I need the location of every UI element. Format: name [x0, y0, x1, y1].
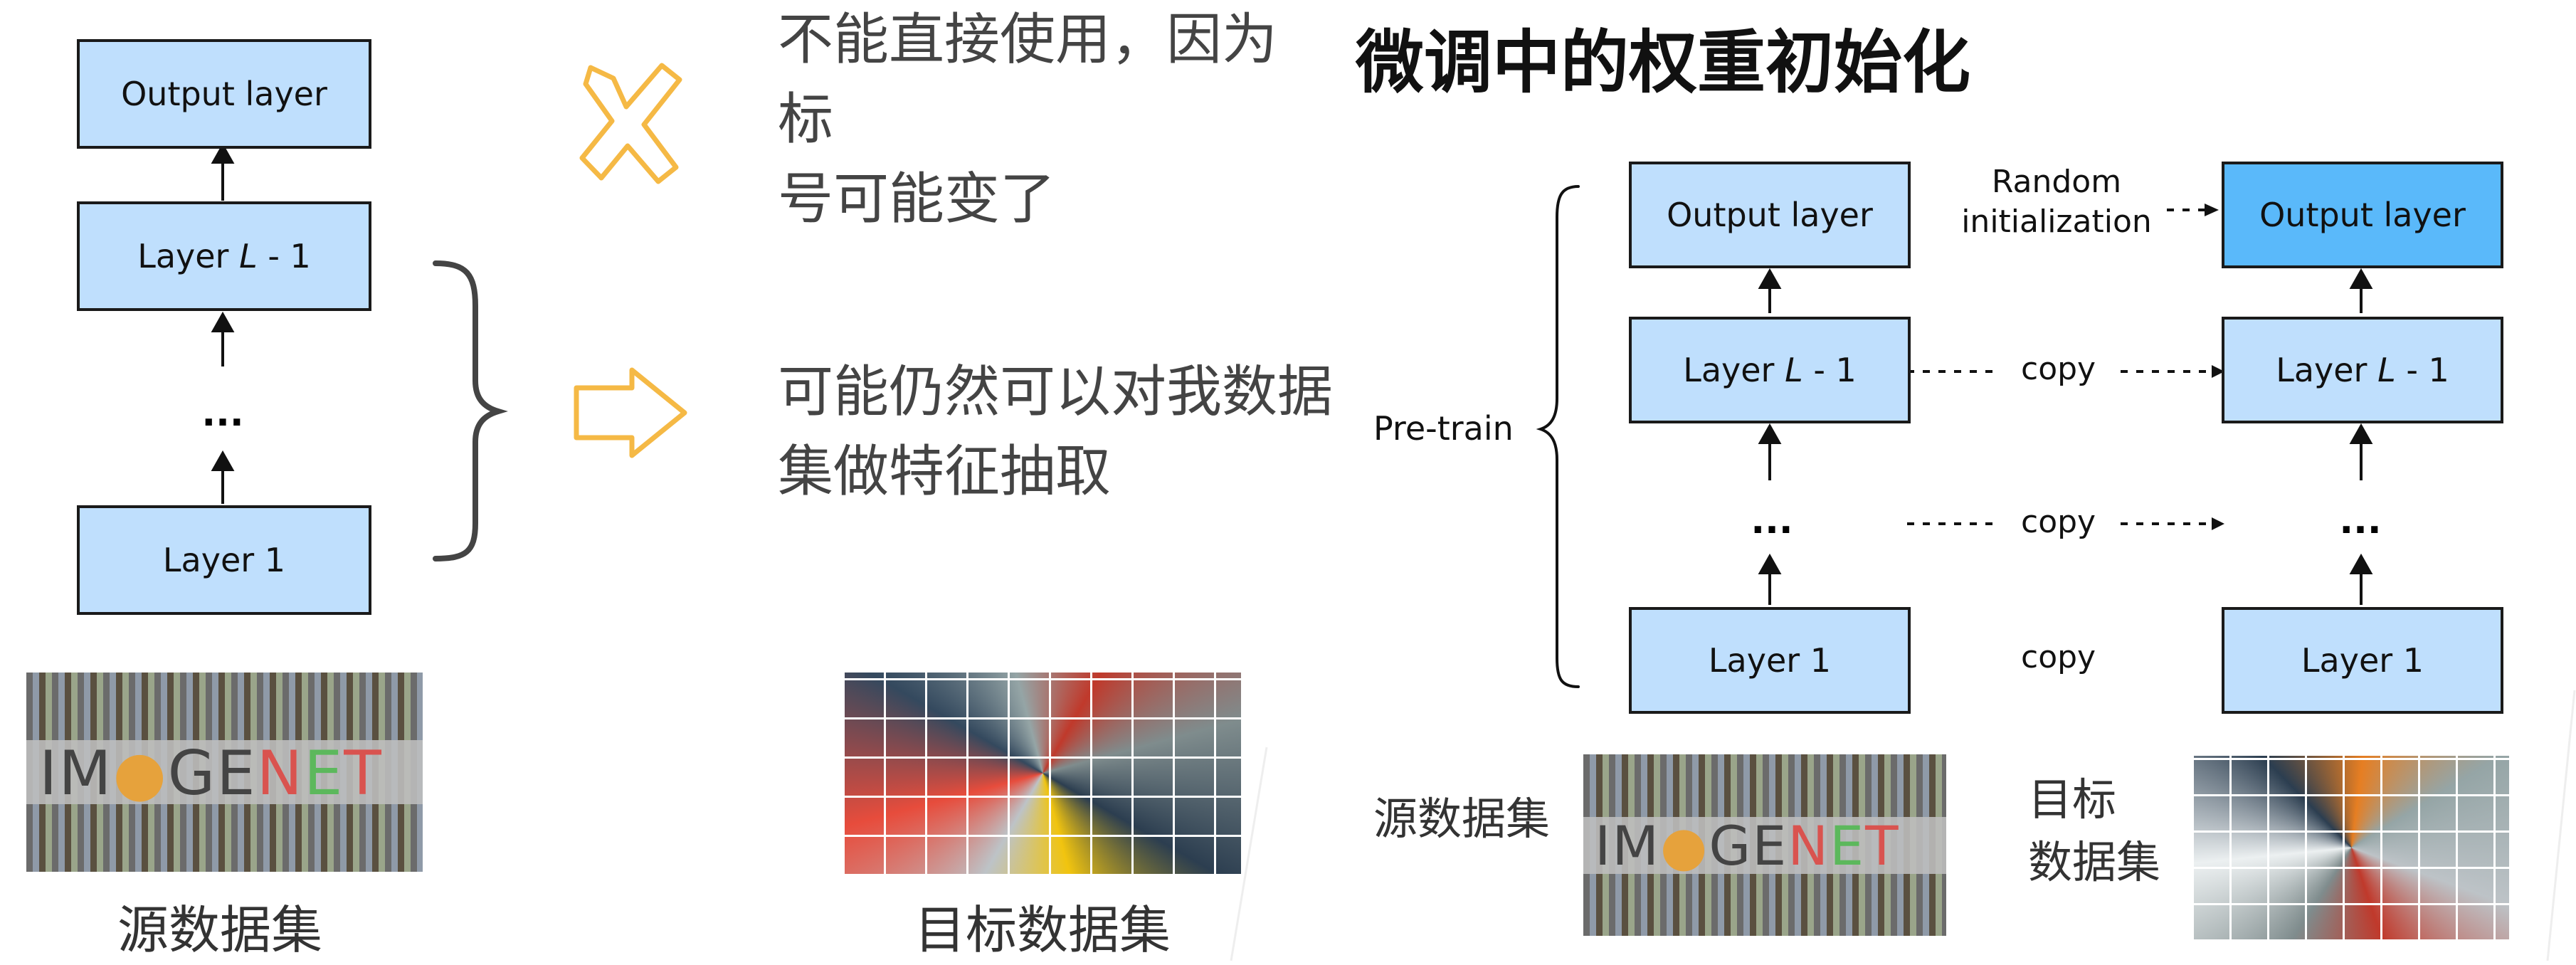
target-layer-l-minus-1-box: Layer L - 1 — [2222, 317, 2503, 423]
left-brace — [433, 260, 508, 561]
cannot-use-note: 不能直接使用，因为标 号可能变了 — [778, 8, 1278, 231]
box-label: Layer 1 — [2301, 641, 2424, 680]
source-dataset-caption: 源数据集 — [117, 900, 323, 960]
pretrained-ellipsis: ... — [1751, 500, 1793, 542]
left-layer-l-minus-1-box: Layer L - 1 — [77, 201, 371, 311]
pretrain-brace — [1536, 185, 1580, 688]
target-output-layer-box: Output layer — [2222, 162, 2503, 268]
box-label: Layer 1 — [162, 541, 286, 579]
pretrain-label: Pre-train — [1373, 409, 1514, 448]
left-layer-1-box: Layer 1 — [77, 505, 371, 615]
copy-label-layer-1: copy — [2021, 639, 2096, 675]
right-target-arrows — [2349, 268, 2373, 605]
left-ellipsis: ... — [201, 392, 244, 435]
pretrained-output-layer-box: Output layer — [1629, 162, 1911, 268]
target-ellipsis: ... — [2339, 500, 2382, 542]
cross-mark-icon — [579, 63, 682, 184]
left-output-layer-box: Output layer — [77, 39, 371, 149]
imagenet-logo: IM●GENET — [1595, 814, 1900, 877]
copy-label-layer-l: copy — [2021, 351, 2096, 387]
left-arrows — [211, 142, 235, 504]
fine-tuning-title: 微调中的权重初始化 — [1356, 23, 1970, 102]
imagenet-logo: IM●GENET — [39, 738, 383, 809]
box-label: Output layer — [121, 75, 327, 113]
box-label: Output layer — [1667, 196, 1873, 234]
box-label: Layer 1 — [1708, 641, 1832, 680]
car-mosaic-thumbnail — [845, 673, 1241, 874]
box-label: Output layer — [2259, 196, 2466, 234]
right-source-dataset-caption: 源数据集 — [1373, 793, 1551, 845]
right-imagenet-mosaic-thumbnail: IM●GENET — [1583, 754, 1946, 936]
box-label: Layer L - 1 — [2276, 351, 2449, 389]
copy-dashed-lines — [1907, 209, 2213, 525]
pretrained-layer-l-minus-1-box: Layer L - 1 — [1629, 317, 1911, 423]
copy-arrowheads — [2205, 204, 2224, 530]
imagenet-mosaic-thumbnail: IM●GENET — [26, 673, 423, 872]
right-arrow-icon — [574, 367, 687, 458]
box-label: Layer L - 1 — [137, 237, 311, 275]
right-target-dataset-caption: 目标 数据集 — [2028, 774, 2161, 888]
right-car-mosaic-thumbnail — [2194, 756, 2509, 939]
random-initialization-label: Random initialization — [1961, 164, 2152, 240]
box-label: Layer L - 1 — [1683, 351, 1857, 389]
target-dataset-caption: 目标数据集 — [914, 900, 1171, 960]
feature-extraction-note: 可能仍然可以对我数据 集做特征抽取 — [778, 360, 1334, 504]
pretrained-layer-1-box: Layer 1 — [1629, 607, 1911, 714]
copy-label-ellipsis: copy — [2021, 504, 2096, 540]
right-source-arrows — [1758, 268, 1782, 605]
target-layer-1-box: Layer 1 — [2222, 607, 2503, 714]
